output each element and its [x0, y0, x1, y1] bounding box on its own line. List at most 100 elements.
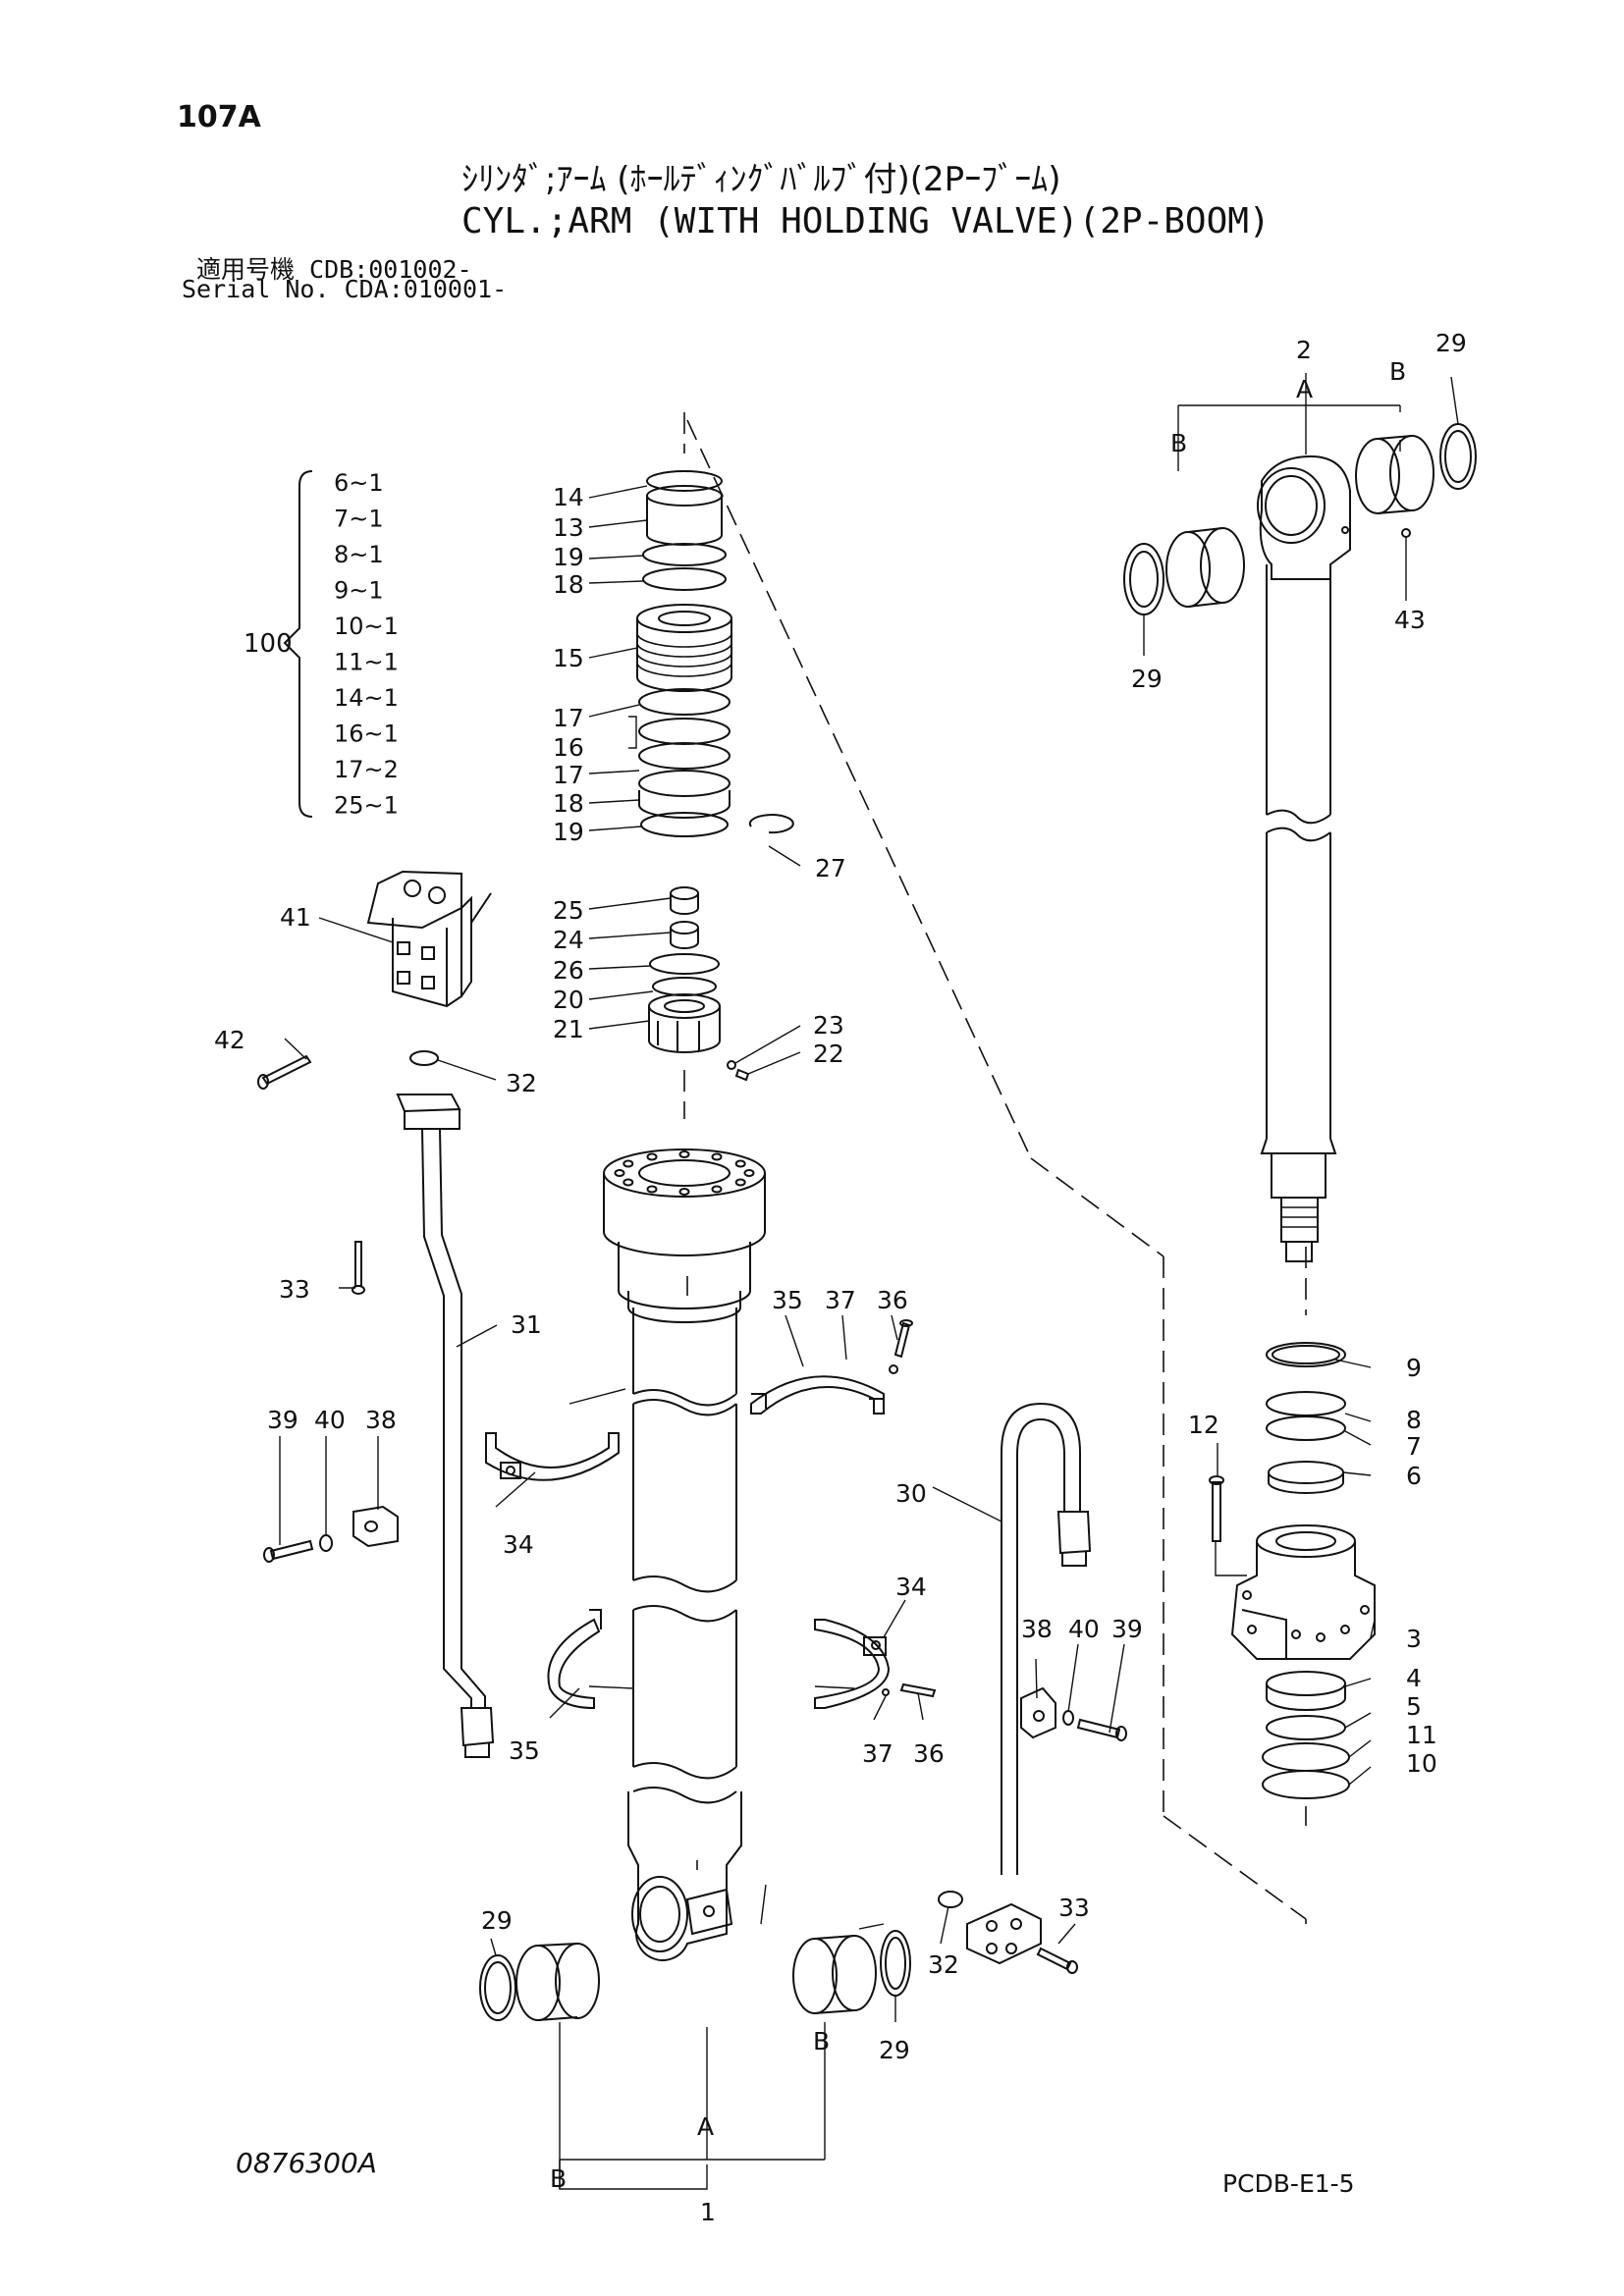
- callout-3: 3: [1406, 1625, 1422, 1653]
- part-30-pipe: [1001, 1402, 1092, 1875]
- callout-18: 18: [553, 570, 584, 599]
- flange-bolt-hole: [734, 1178, 746, 1187]
- callout-12: 12: [1188, 1411, 1219, 1439]
- flange-bolt-hole: [734, 1159, 746, 1168]
- callout-1: 1: [700, 2198, 716, 2226]
- callout-17: 17: [553, 704, 584, 732]
- callout-25: 25: [553, 896, 584, 925]
- callout-29: 29: [481, 1906, 513, 1935]
- callout-37: 37: [862, 1739, 893, 1768]
- part-19-ring: [642, 543, 727, 566]
- part-38-block-lower: [1020, 1686, 1056, 1739]
- callout-35: 35: [772, 1286, 803, 1314]
- bottom-bushings: [479, 1930, 911, 2021]
- callout-39: 39: [267, 1406, 298, 1434]
- callout-37: 37: [825, 1286, 856, 1314]
- flange-bolt-hole: [678, 1188, 690, 1196]
- callout-B: B: [550, 2164, 567, 2193]
- callout-27: 27: [815, 854, 846, 882]
- part-36-bolt-lower: [899, 1682, 937, 1698]
- callout-16: 16: [553, 733, 584, 762]
- part-32-oring-upper: [409, 1050, 439, 1066]
- callout-30: 30: [895, 1479, 927, 1508]
- catalog-code: PCDB-E1-5: [1222, 2169, 1355, 2198]
- callout-11: 11: [1406, 1721, 1437, 1749]
- part-37-washer-lower: [882, 1688, 890, 1696]
- part-38-block-upper: [352, 1505, 399, 1548]
- callout-19: 19: [553, 818, 584, 846]
- callout-18: 18: [553, 789, 584, 818]
- callout-2: 2: [1296, 336, 1312, 364]
- callout-5: 5: [1406, 1692, 1422, 1721]
- part-18-ring: [642, 567, 727, 591]
- callout-A: A: [697, 2112, 714, 2141]
- callout-38: 38: [365, 1406, 397, 1434]
- kit-item: 14~1: [334, 684, 399, 712]
- callout-38: 38: [1021, 1615, 1053, 1643]
- callout-35: 35: [509, 1736, 540, 1765]
- part-34-clamp-upper-left: [485, 1432, 620, 1481]
- callout-31: 31: [511, 1310, 542, 1339]
- part-43-fitting: [1401, 528, 1411, 538]
- part-31-pipe: [396, 1094, 495, 1758]
- callout-A: A: [1296, 375, 1313, 403]
- callout-8: 8: [1406, 1406, 1422, 1434]
- part-40-washer-upper: [319, 1534, 333, 1552]
- callout-29: 29: [1435, 329, 1467, 357]
- piston-rod: [1257, 454, 1351, 1262]
- callout-19: 19: [553, 543, 584, 571]
- flange-bolt-hole: [623, 1178, 634, 1187]
- part-34-clamp-lower: [814, 1619, 891, 1709]
- leader-lines: [279, 373, 1459, 2190]
- cylinder-tube: [603, 1148, 766, 1961]
- part-40-washer-lower: [1062, 1710, 1074, 1726]
- callout-34: 34: [895, 1573, 927, 1601]
- callout-36: 36: [913, 1739, 945, 1768]
- part-32-oring-lower: [938, 1891, 963, 1908]
- title-japanese: ｼﾘﾝﾀﾞ;ｱｰﾑ (ﾎｰﾙﾃﾞｨﾝｸﾞﾊﾞﾙﾌﾞ付)(2Pｰﾌﾞｰﾑ): [461, 160, 1061, 199]
- callout-B: B: [813, 2027, 830, 2056]
- part-12-bolt: [1209, 1475, 1224, 1542]
- callout-29: 29: [1131, 665, 1163, 693]
- callout-7: 7: [1406, 1432, 1422, 1461]
- callout-32: 32: [506, 1069, 537, 1097]
- drawing-number: 0876300A: [236, 2147, 377, 2179]
- callout-33: 33: [1058, 1894, 1090, 1922]
- part-15-piston: [636, 604, 732, 692]
- flange-bolt-hole: [743, 1169, 755, 1177]
- callout-39: 39: [1111, 1615, 1143, 1643]
- callout-40: 40: [1068, 1615, 1100, 1643]
- callout-41: 41: [280, 903, 311, 932]
- callout-22: 22: [813, 1040, 844, 1068]
- assembly-guide-lines: [683, 412, 1307, 1924]
- flange-bolt-hole: [711, 1152, 723, 1161]
- flange-bolt-hole: [711, 1185, 723, 1194]
- callout-32: 32: [928, 1950, 959, 1979]
- kit-item: 10~1: [334, 613, 399, 640]
- applicable-serial: 適用号機 CDB:001002-: [196, 255, 472, 284]
- part-3-gland: [1230, 1524, 1376, 1660]
- kit-item: 6~1: [334, 469, 384, 497]
- callout-20: 20: [553, 986, 584, 1014]
- title-english: CYL.;ARM (WITH HOLDING VALVE)(2P-BOOM): [461, 201, 1271, 241]
- rod-eye-bushings: [1123, 423, 1477, 615]
- kit-item: 16~1: [334, 721, 399, 748]
- part-39-bolt-upper: [263, 1539, 314, 1563]
- flange-bolt-hole: [646, 1152, 658, 1161]
- flange-bolt-hole: [614, 1169, 625, 1177]
- part-39-bolt-lower: [1076, 1718, 1127, 1741]
- callout-6: 6: [1406, 1462, 1422, 1490]
- part-42-bolt: [257, 1054, 312, 1090]
- kit-item: 25~1: [334, 792, 399, 820]
- pipe-30-flange: [966, 1902, 1042, 1965]
- callout-13: 13: [553, 513, 584, 542]
- kit-item: 9~1: [334, 577, 384, 605]
- part-14-ring: [646, 470, 723, 492]
- piston-stack: [636, 470, 794, 1082]
- callout-36: 36: [877, 1286, 908, 1314]
- part-35-clamp-lower: [547, 1609, 602, 1710]
- kit-item: 11~1: [334, 649, 399, 676]
- kit-item: 8~1: [334, 541, 384, 568]
- part-37-washer-upper: [889, 1364, 898, 1374]
